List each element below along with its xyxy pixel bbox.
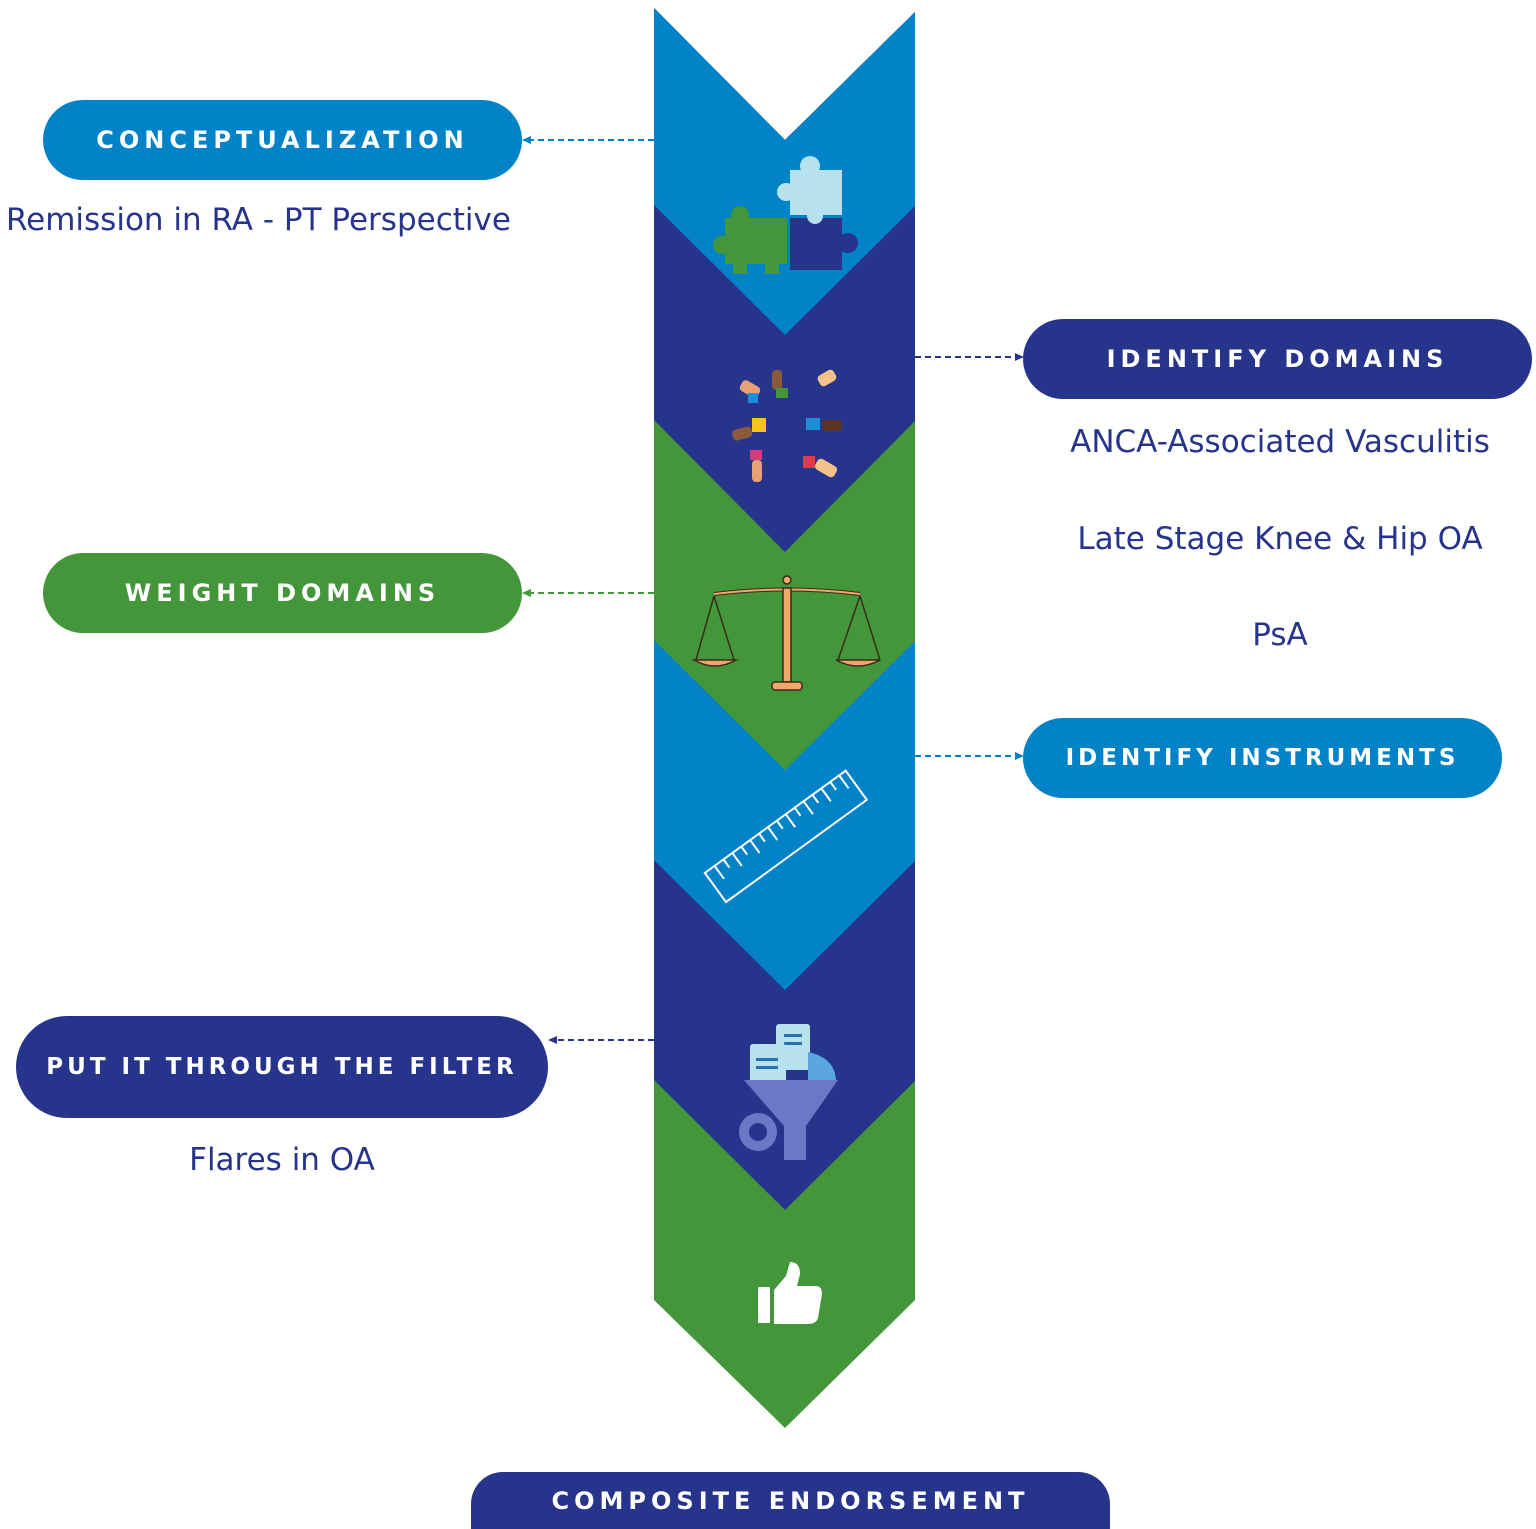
thumbs-up-icon: [758, 1262, 822, 1324]
connector-identify-instruments: [915, 752, 1024, 760]
step-identify-instruments-pill: IDENTIFY INSTRUMENTS: [1023, 718, 1502, 798]
puzzle-pieces-icon: [713, 156, 858, 274]
step-conceptualization-pill: CONCEPTUALIZATION: [43, 100, 522, 180]
example-text: PsA: [1252, 617, 1308, 653]
step-weight-domains-pill: WEIGHT DOMAINS: [43, 553, 522, 633]
ruler-tick: [811, 794, 820, 804]
step-composite-endorsement-pill: COMPOSITE ENDORSEMENT: [471, 1472, 1110, 1529]
ruler-tick: [838, 774, 850, 789]
ruler-tick: [722, 858, 731, 869]
ruler-tick: [713, 865, 725, 880]
step-label: IDENTIFY DOMAINS: [1106, 345, 1449, 373]
ruler-tick: [802, 800, 814, 815]
ruler-tick: [758, 832, 766, 843]
ruler-icon: [703, 769, 869, 904]
ruler-tick: [749, 839, 761, 854]
connector-weight-domains: [522, 589, 654, 597]
connector-identify-domains: [915, 353, 1024, 361]
ruler-tick: [740, 845, 748, 856]
step-identify-domains-pill: IDENTIFY DOMAINS: [1023, 319, 1532, 399]
example-text: Remission in RA - PT Perspective: [6, 202, 511, 238]
ruler-tick: [820, 787, 832, 802]
example-text: ANCA-Associated Vasculitis: [1070, 424, 1490, 460]
step-label: PUT IT THROUGH THE FILTER: [46, 1054, 518, 1080]
document-filter-icon: [739, 1024, 838, 1160]
step-label: COMPOSITE ENDORSEMENT: [551, 1486, 1030, 1515]
connector-filter: [548, 1036, 654, 1044]
ruler-tick: [731, 852, 743, 867]
example-text: Flares in OA: [189, 1142, 375, 1178]
step-label: IDENTIFY INSTRUMENTS: [1065, 745, 1460, 771]
step-filter-pill: PUT IT THROUGH THE FILTER: [16, 1016, 548, 1118]
hands-puzzle-icon: [731, 369, 842, 482]
ruler-tick: [767, 826, 779, 841]
balance-scale-icon: [691, 575, 881, 691]
ruler-tick: [776, 820, 784, 830]
example-text: Late Stage Knee & Hip OA: [1077, 521, 1483, 557]
step-label: CONCEPTUALIZATION: [96, 126, 469, 154]
connector-conceptualization: [522, 136, 654, 144]
ruler-tick: [784, 813, 796, 828]
ruler-tick: [793, 807, 802, 817]
ruler-tick: [829, 781, 837, 791]
step-label: WEIGHT DOMAINS: [124, 579, 441, 607]
